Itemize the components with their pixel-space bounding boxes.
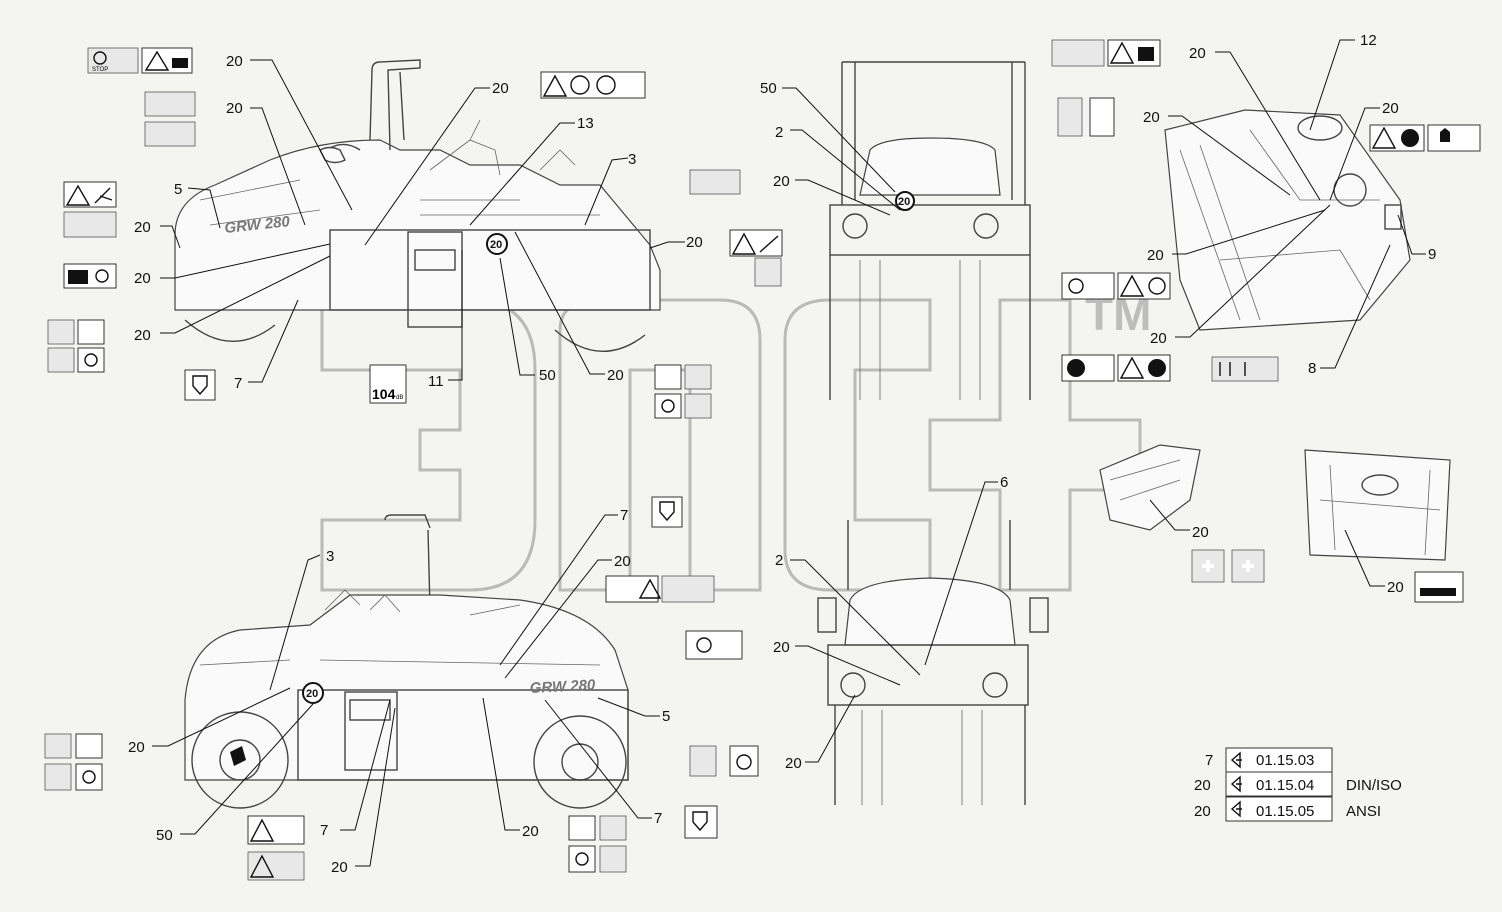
table-row-2-standard: ANSI [1346, 803, 1381, 820]
table-row-2-code: 01.15.05 [1256, 803, 1314, 820]
decals-top-left: STOP 104 dB [47, 47, 783, 419]
callout-50: 50 [760, 80, 777, 97]
table-row-1-qty: 20 [1194, 777, 1211, 794]
callout-20: 20 [773, 639, 790, 656]
table-row-2-qty: 20 [1194, 803, 1211, 820]
callout-20: 20 [1382, 100, 1399, 117]
callout-20: 20 [686, 234, 703, 251]
callout-9: 9 [1428, 246, 1436, 263]
machine-side-view-left: GRW 280 20 [174, 59, 661, 353]
table-row-1-standard: DIN/ISO [1346, 777, 1402, 794]
callout-20: 20 [134, 219, 151, 236]
callout-3: 3 [326, 548, 334, 565]
callout-3: 3 [628, 151, 636, 168]
speed-decal-front: 20 [898, 196, 910, 208]
callout-20: 20 [1143, 109, 1160, 126]
machine-front-view-top: 20 50 2 20 [760, 61, 1031, 400]
callout-20: 20 [773, 173, 790, 190]
callout-20: 20 [492, 80, 509, 97]
machine-side-view-right: GRW 280 20 [184, 514, 629, 809]
reference-table: 7 01.15.03 20 01.15.04 DIN/ISO 20 01.15.… [1194, 747, 1402, 822]
callout-20: 20 [128, 739, 145, 756]
speed-decal: 20 [490, 239, 502, 251]
callout-8: 8 [1308, 360, 1316, 377]
detail-middle-right: 20 20 [1099, 444, 1464, 603]
callout-20: 20 [134, 270, 151, 287]
callouts-bottom-left: 3 7 20 5 20 50 7 20 20 7 [128, 507, 670, 876]
watermark: TM [320, 288, 1151, 592]
callout-20: 20 [607, 367, 624, 384]
noise-level-decal: 104 [372, 386, 396, 402]
decals-top-center [1051, 39, 1279, 382]
callout-20: 20 [1147, 247, 1164, 264]
callout-20: 20 [785, 755, 802, 772]
callout-20: 20 [226, 53, 243, 70]
callout-7: 7 [620, 507, 628, 524]
callout-5: 5 [174, 181, 182, 198]
decals-bottom-left [44, 496, 759, 881]
callout-20: 20 [614, 553, 631, 570]
speed-decal-side: 20 [306, 688, 318, 700]
callout-2: 2 [775, 552, 783, 569]
table-row-1-code: 01.15.04 [1256, 777, 1314, 794]
callout-7: 7 [320, 822, 328, 839]
callout-12: 12 [1360, 32, 1377, 49]
callouts-top-left: 20 20 5 20 20 20 20 13 3 20 7 11 50 20 [134, 53, 703, 392]
callout-20: 20 [134, 327, 151, 344]
table-row-0-qty: 7 [1205, 752, 1213, 769]
noise-unit: dB [396, 395, 403, 401]
cab-detail-top-right: 20 12 20 20 20 20 9 8 [1143, 32, 1481, 377]
callout-20: 20 [522, 823, 539, 840]
callout-20: 20 [1189, 45, 1206, 62]
callout-7: 7 [654, 810, 662, 827]
brand-label: GRW 280 [224, 213, 292, 237]
callout-2: 2 [775, 124, 783, 141]
callout-50: 50 [156, 827, 173, 844]
callout-20: 20 [226, 100, 243, 117]
callout-6: 6 [1000, 474, 1008, 491]
table-row-0-code: 01.15.03 [1256, 752, 1314, 769]
machine-rear-view-bottom: 6 2 20 20 [773, 474, 1049, 805]
callout-50: 50 [539, 367, 556, 384]
callout-20: 20 [1150, 330, 1167, 347]
callout-11: 11 [428, 373, 444, 390]
brand-label-2: GRW 280 [529, 677, 596, 697]
stop-decal-text: STOP [92, 67, 108, 73]
callout-13: 13 [577, 115, 594, 132]
callout-7: 7 [234, 375, 242, 392]
callout-20: 20 [1192, 524, 1209, 541]
callout-20: 20 [331, 859, 348, 876]
callout-5: 5 [662, 708, 670, 725]
callout-20: 20 [1387, 579, 1404, 596]
